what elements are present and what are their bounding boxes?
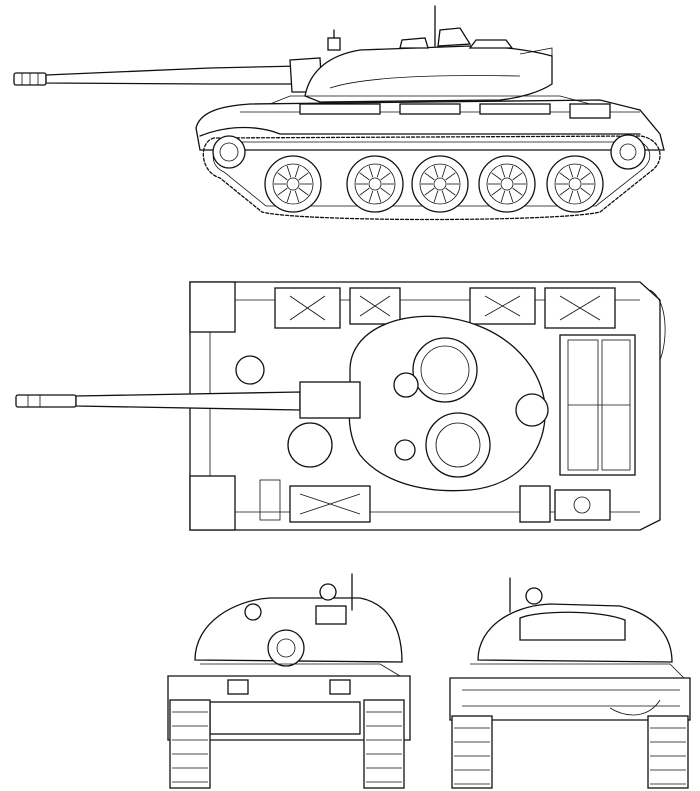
top-turret: [348, 315, 549, 492]
wheel-spoke: [359, 187, 370, 196]
wheel-spoke: [576, 165, 582, 178]
wheel-spoke: [500, 165, 506, 178]
rear-left-track: [451, 715, 493, 789]
side-view: [13, 5, 665, 221]
top-engine-deck: [559, 334, 636, 476]
wheel-spoke: [559, 172, 570, 181]
wheel-spoke: [376, 190, 382, 203]
wheel-spoke: [512, 172, 523, 181]
side-road-wheel-4: [478, 155, 536, 213]
wheel-spoke: [508, 190, 514, 203]
top-front-right-fender: [189, 475, 236, 531]
top-stowage-boxes: [274, 287, 616, 523]
side-turret: [304, 5, 553, 103]
wheel-spoke: [298, 187, 309, 196]
side-road-wheel-3: [411, 155, 469, 213]
wheel-spoke: [380, 172, 391, 181]
wheel-spoke: [491, 187, 502, 196]
wheel-spoke: [559, 187, 570, 196]
front-right-track: [363, 699, 405, 789]
wheel-spoke: [359, 172, 370, 181]
wheel-spoke: [508, 165, 514, 178]
wheel-spoke: [277, 172, 288, 181]
wheel-spoke: [294, 190, 300, 203]
wheel-spoke: [568, 190, 574, 203]
wheel-spoke: [298, 172, 309, 181]
wheel-spoke: [368, 165, 374, 178]
top-driver-hatch: [235, 355, 333, 521]
wheel-spoke: [580, 172, 591, 181]
wheel-spoke: [576, 190, 582, 203]
side-road-wheel-5: [546, 155, 604, 213]
front-view: [167, 573, 411, 789]
front-left-track: [169, 699, 211, 789]
wheel-spoke: [580, 187, 591, 196]
wheel-spoke: [441, 165, 447, 178]
wheel-spoke: [433, 190, 439, 203]
wheel-spoke: [294, 165, 300, 178]
wheel-spoke: [286, 190, 292, 203]
wheel-spoke: [277, 187, 288, 196]
side-drive-sprocket: [610, 134, 646, 170]
wheel-spoke: [512, 187, 523, 196]
top-gun-barrel: [15, 381, 361, 419]
top-view: [15, 281, 666, 531]
side-idler-wheel: [212, 135, 246, 169]
wheel-spoke: [286, 165, 292, 178]
wheel-spoke: [491, 172, 502, 181]
side-wheel-spokes: [274, 165, 594, 203]
rear-right-track: [647, 715, 689, 789]
wheel-spoke: [380, 187, 391, 196]
side-road-wheel-1: [264, 155, 322, 213]
wheel-spoke: [445, 187, 456, 196]
wheel-spoke: [433, 165, 439, 178]
rear-view: [449, 577, 691, 789]
wheel-spoke: [500, 190, 506, 203]
rear-hull: [449, 677, 691, 721]
side-gun-barrel: [13, 57, 323, 93]
wheel-spoke: [441, 190, 447, 203]
top-front-left-fender: [189, 281, 236, 333]
wheel-spoke: [368, 190, 374, 203]
top-tow-cable: [649, 289, 666, 361]
wheel-spoke: [568, 165, 574, 178]
wheel-spoke: [376, 165, 382, 178]
front-gun-mantlet: [267, 629, 305, 667]
wheel-spoke: [424, 172, 435, 181]
wheel-spoke: [445, 172, 456, 181]
wheel-spoke: [424, 187, 435, 196]
side-road-wheel-2: [346, 155, 404, 213]
